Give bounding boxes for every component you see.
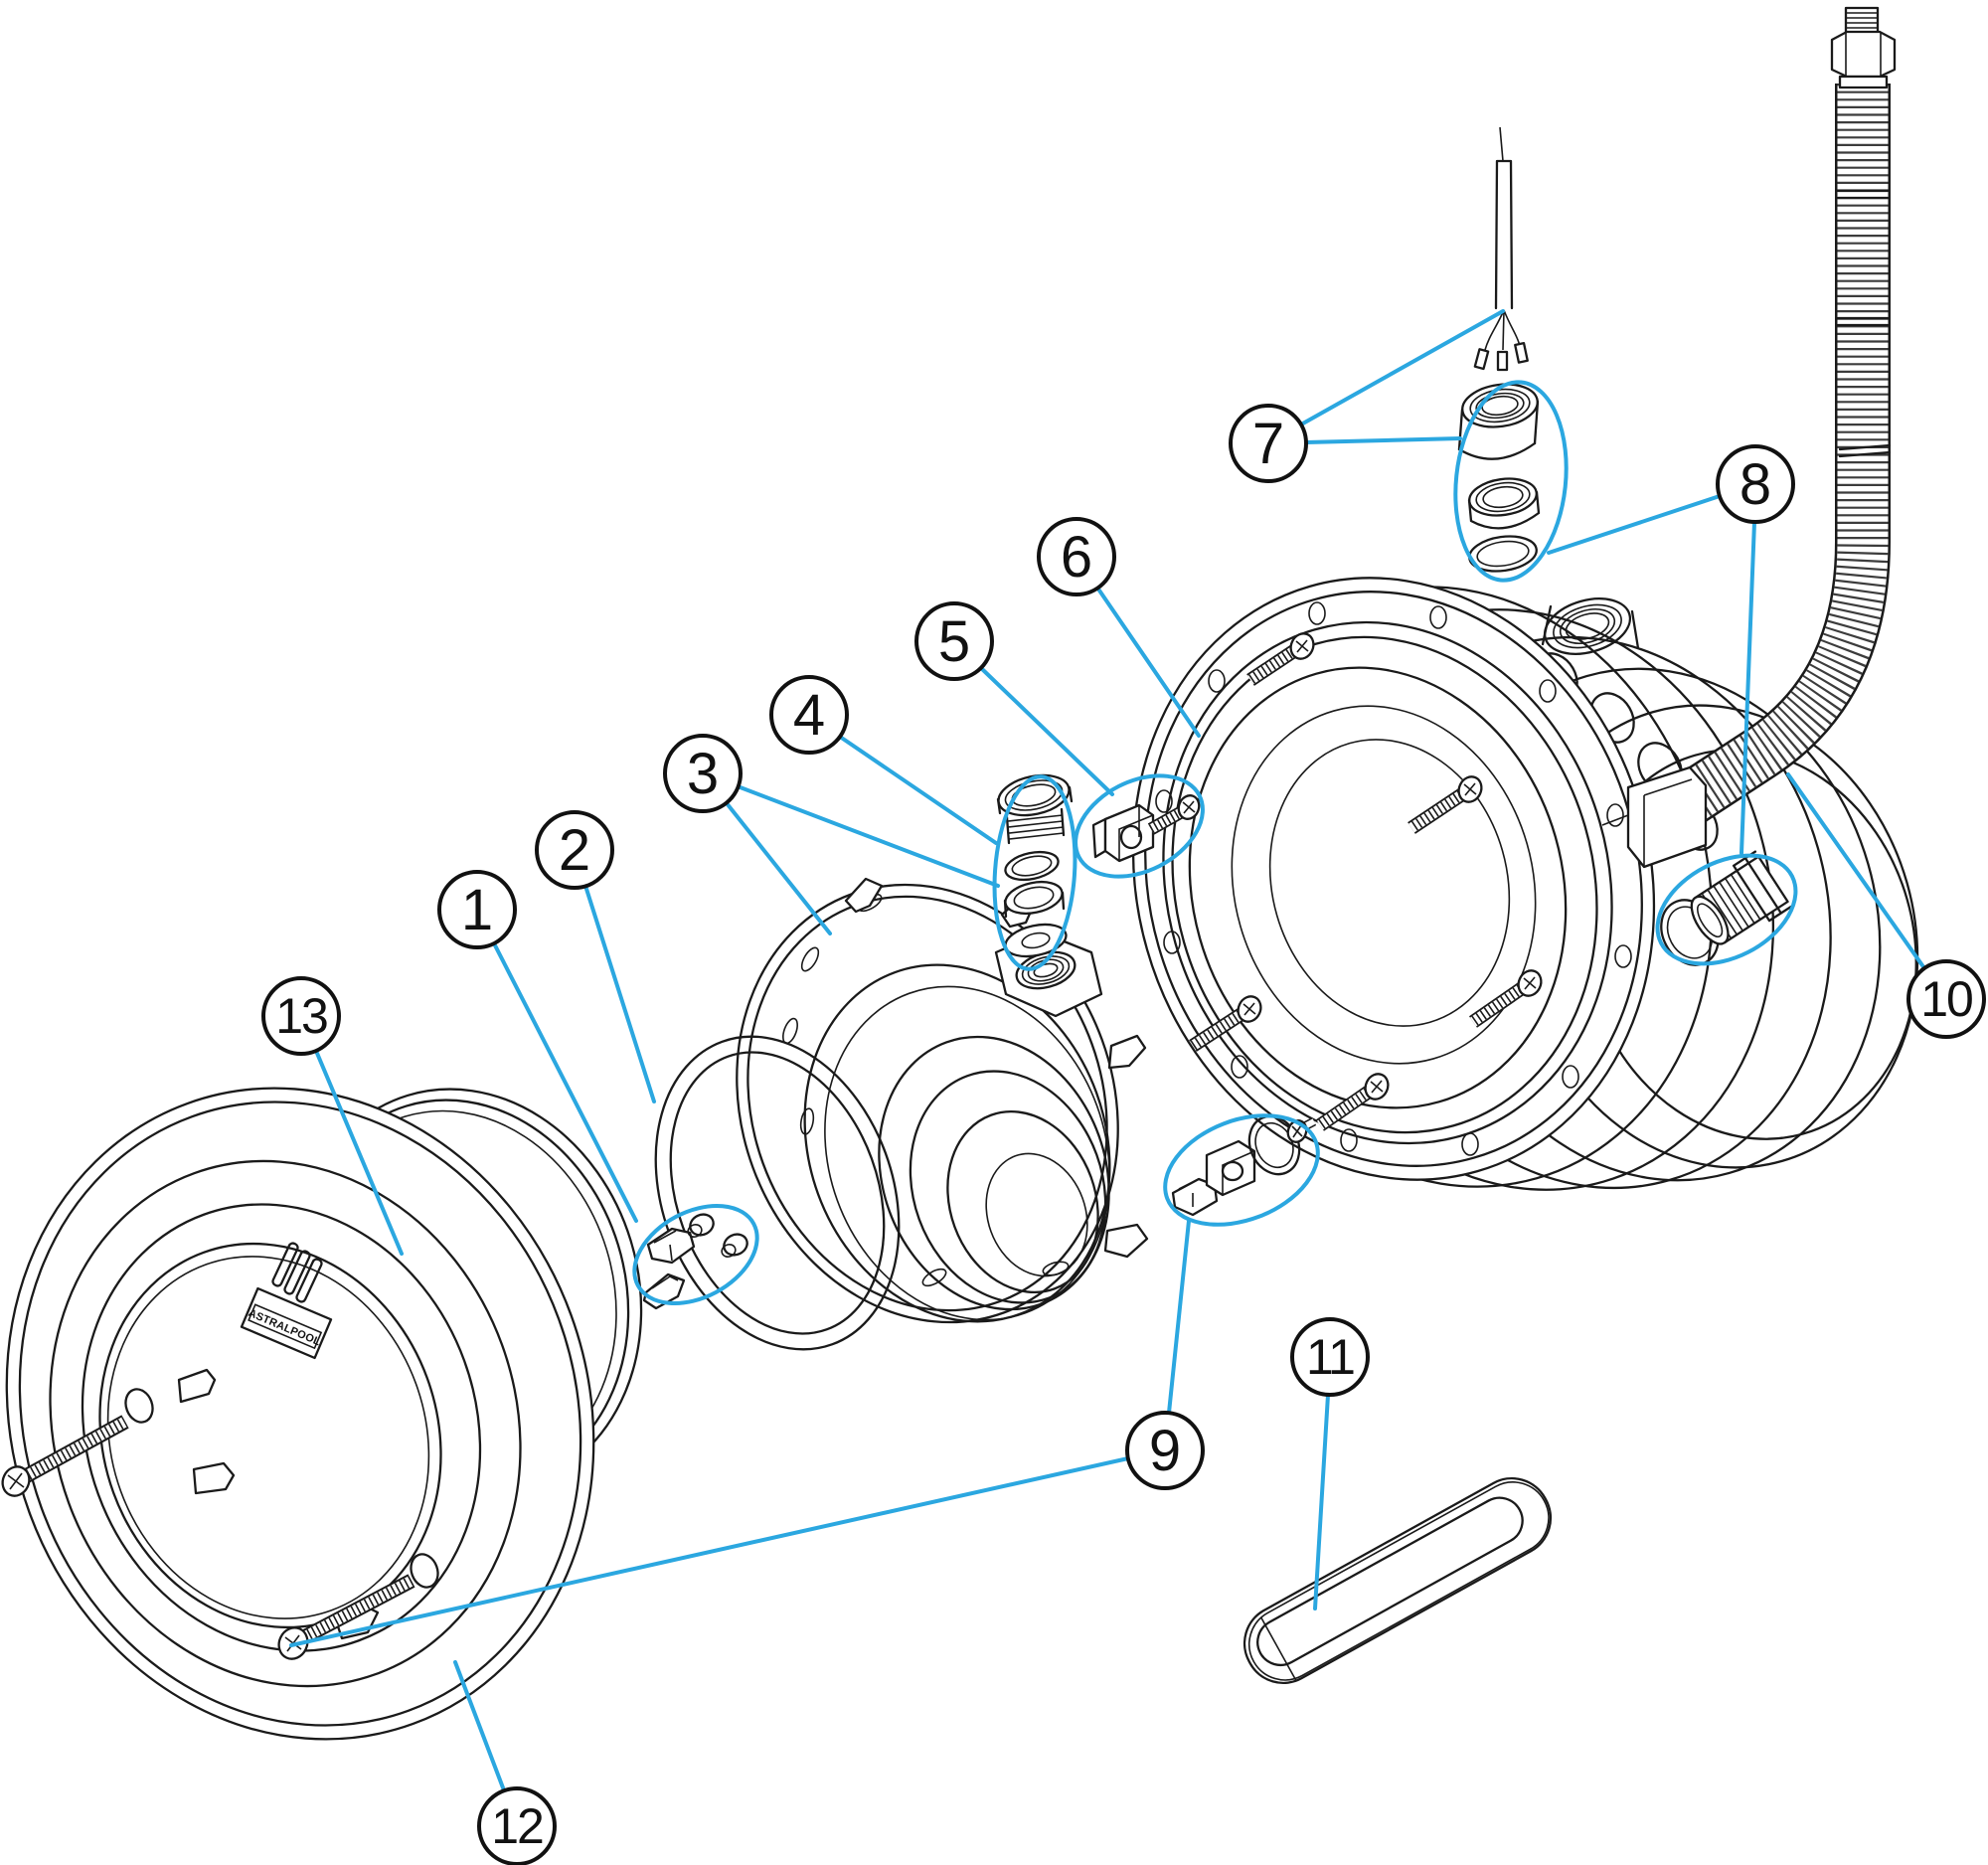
screw [1246, 632, 1315, 686]
callout-7-number: 7 [1252, 412, 1284, 476]
leader-3a [725, 801, 832, 935]
callout-13-number: 13 [275, 988, 327, 1044]
gland-oring [1004, 850, 1060, 882]
group-ellipse-part1 [632, 1203, 759, 1306]
leader-8b [1740, 520, 1756, 855]
faceplate: ASTRALPOOL [1, 1087, 595, 1741]
callout-10: 10 [1906, 959, 1986, 1039]
callout-9-number: 9 [1149, 1419, 1181, 1483]
screw [1408, 775, 1483, 834]
group-ellipse-part4 [992, 774, 1077, 971]
callout-3: 3 [663, 734, 743, 813]
anchor-kit-group [1171, 1114, 1317, 1217]
group-ellipse-part7 [1453, 380, 1569, 583]
callout-1-number: 1 [461, 878, 493, 942]
niche-flange-holes [1155, 601, 1632, 1156]
leader-3b [736, 784, 1000, 888]
group-ellipse-part8 [1655, 853, 1798, 966]
conduit-adapter [1601, 765, 1708, 869]
leader-9a [1167, 1219, 1191, 1415]
callout-10-number: 10 [1920, 971, 1972, 1027]
callout-11: 11 [1290, 1317, 1370, 1397]
group-ellipse-part9 [1163, 1113, 1320, 1227]
group-ellipses [632, 380, 1798, 1306]
leader-2 [583, 884, 656, 1103]
lamp-tab [844, 877, 884, 914]
niche-top-port [1541, 597, 1640, 655]
callout-1: 1 [437, 870, 517, 949]
lamp-assembly [736, 877, 1149, 1324]
callout-4: 4 [769, 675, 849, 755]
leader-10 [1786, 772, 1926, 970]
lamp-cable [1473, 126, 1529, 372]
leader-13 [314, 1049, 404, 1256]
screw [1316, 1073, 1390, 1131]
group-ellipse-part5 [1074, 773, 1205, 879]
leader-11 [1313, 1393, 1330, 1611]
leader-lines [289, 309, 1926, 1792]
faceplate-slot [283, 1250, 311, 1295]
leader-4 [838, 735, 998, 845]
conduit-gland-stack [1457, 383, 1541, 573]
conduit-top-fitting [1830, 6, 1897, 89]
lamp-clip [1103, 1223, 1149, 1259]
faceplate-tab [177, 1368, 217, 1404]
leader-12 [453, 1660, 506, 1792]
niche-flange [1131, 577, 1656, 1181]
leader-8a [1547, 494, 1722, 555]
wall-conduit [1601, 6, 1897, 869]
callout-9: 9 [1125, 1411, 1205, 1490]
handle-tool [1242, 1476, 1553, 1685]
callout-6: 6 [1037, 517, 1116, 596]
leader-1 [492, 941, 638, 1223]
leader-7a [1299, 309, 1505, 426]
callout-8: 8 [1716, 444, 1795, 524]
small-fixings-group [642, 1213, 748, 1310]
faceplate-screw-bottom [277, 1574, 415, 1660]
faceplate-slot [271, 1242, 299, 1287]
screw [1189, 995, 1262, 1052]
gland-stack [996, 773, 1074, 958]
callout-7: 7 [1229, 404, 1308, 483]
callout-4-number: 4 [793, 683, 825, 748]
screw [1469, 969, 1543, 1028]
callout-2-number: 2 [559, 818, 590, 883]
conduit-fitting-group [1660, 850, 1792, 966]
lamp-clip [1107, 1034, 1147, 1070]
callout-5-number: 5 [938, 609, 970, 674]
callout-6-number: 6 [1061, 525, 1092, 590]
clamp-screw [1147, 794, 1201, 835]
callout-13: 13 [261, 976, 341, 1056]
cable-clamp-group [1091, 794, 1201, 863]
callout-11-number: 11 [1306, 1329, 1354, 1385]
faceplate-tab [192, 1461, 236, 1495]
callout-8-number: 8 [1740, 452, 1771, 517]
callout-2: 2 [535, 810, 614, 890]
leader-5 [979, 666, 1114, 796]
leader-6 [1095, 586, 1201, 738]
niche-screws [1189, 632, 1543, 1131]
faceplate-screw-left [1, 1415, 129, 1497]
callout-3-number: 3 [687, 742, 719, 806]
callout-12: 12 [477, 1786, 557, 1865]
leader-7b [1304, 436, 1462, 444]
callouts: 1 2 3 4 5 6 7 8 9 10 11 12 13 [261, 404, 1986, 1865]
brand-label: ASTRALPOOL [240, 1286, 333, 1360]
callout-12-number: 12 [491, 1798, 543, 1854]
faceplate-slot [295, 1258, 323, 1303]
callout-5: 5 [914, 601, 994, 681]
leader-9b [289, 1456, 1130, 1647]
